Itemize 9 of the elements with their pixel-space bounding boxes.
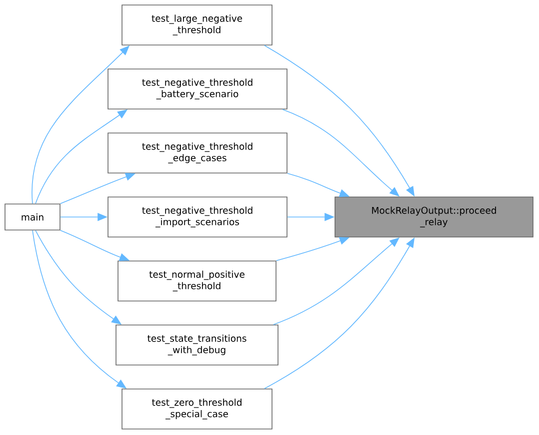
function-box: test_zero_threshold _special_case [122, 388, 272, 430]
function-box: test_state_transitions _with_debug [116, 324, 278, 366]
function-box: test_negative_threshold _edge_cases [108, 132, 288, 174]
function-box: test_large_negative _threshold [122, 4, 272, 46]
function-box: main [4, 204, 60, 230]
function-box: test_negative_threshold _import_scenarios [108, 196, 288, 238]
function-box: MockRelayOutput::proceed _relay [334, 196, 534, 238]
function-box: test_normal_positive _threshold [118, 260, 276, 302]
function-box: test_negative_threshold _battery_scenario [108, 68, 288, 110]
